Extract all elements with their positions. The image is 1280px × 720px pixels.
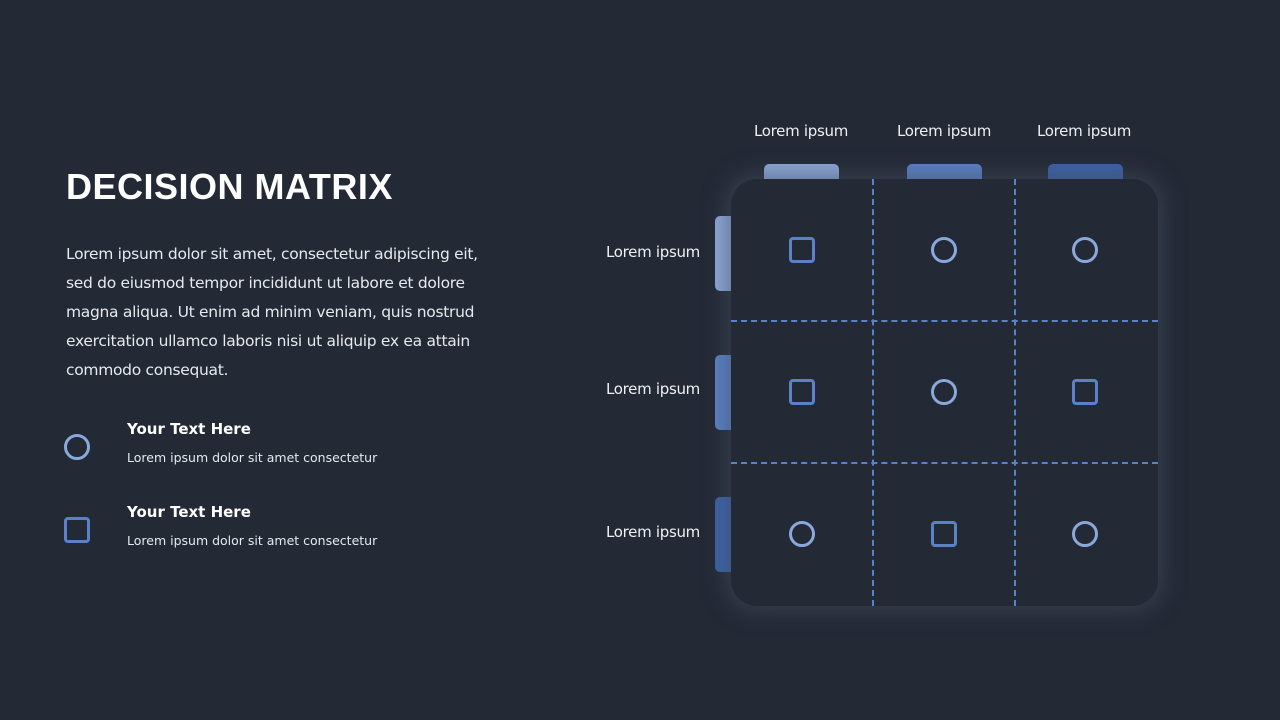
legend-description: Lorem ipsum dolor sit amet consectetur [127,533,378,548]
legend-item-square: Your Text Here Lorem ipsum dolor sit ame… [60,503,460,563]
matrix-cell-r2-c1 [731,321,873,463]
grid-divider [731,462,1158,464]
legend-title: Your Text Here [127,503,251,521]
row-label-1: Lorem ipsum [605,243,700,261]
circle-icon [1072,521,1098,547]
matrix-cell-r1-c1 [731,179,873,321]
matrix-cell-r1-c3 [1014,179,1156,321]
description-text: Lorem ipsum dolor sit amet, consectetur … [66,245,478,379]
matrix-cell-r2-c3 [1014,321,1156,463]
square-icon [64,517,90,543]
grid-divider [731,320,1158,322]
legend-title: Your Text Here [127,420,251,438]
circle-icon [931,237,957,263]
grid-divider [1014,179,1016,606]
circle-icon [931,379,957,405]
page-title: DECISION MATRIX [66,166,393,207]
circle-icon [1072,237,1098,263]
column-label-1: Lorem ipsum [753,122,849,140]
circle-icon [64,434,90,460]
square-icon [931,521,957,547]
matrix-cell-r3-c1 [731,463,873,605]
square-icon [789,237,815,263]
decision-matrix-grid [731,179,1158,606]
circle-icon [789,521,815,547]
column-label-3: Lorem ipsum [1036,122,1132,140]
matrix-cell-r3-c2 [873,463,1015,605]
matrix-cell-r3-c3 [1014,463,1156,605]
legend-description: Lorem ipsum dolor sit amet consectetur [127,450,378,465]
matrix-cell-r1-c2 [873,179,1015,321]
matrix-cell-r2-c2 [873,321,1015,463]
grid-divider [872,179,874,606]
row-label-3: Lorem ipsum [605,523,700,541]
legend-item-circle: Your Text Here Lorem ipsum dolor sit ame… [60,420,460,480]
column-label-2: Lorem ipsum [896,122,992,140]
row-label-2: Lorem ipsum [605,380,700,398]
square-icon [1072,379,1098,405]
square-icon [789,379,815,405]
